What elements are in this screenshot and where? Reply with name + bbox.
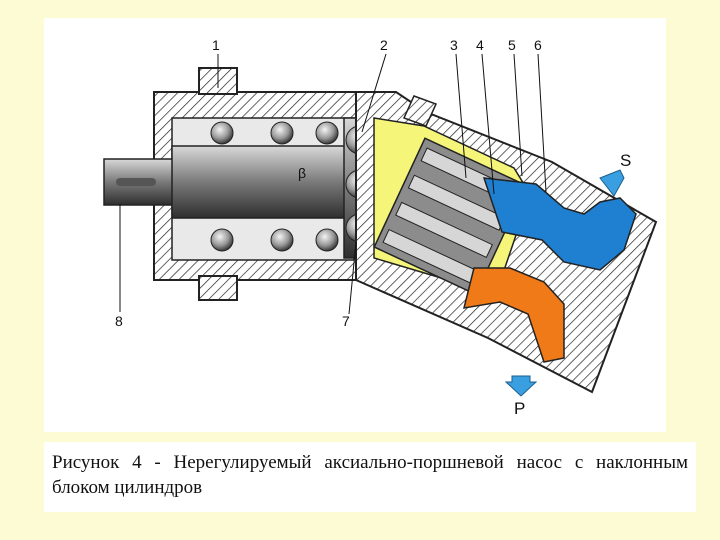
leader-lines	[119, 53, 547, 315]
angle-label-beta: β	[298, 165, 306, 181]
part-label-1: 1	[212, 37, 220, 53]
figure-caption: Рисунок 4 - Нерегулируемый аксиально-пор…	[52, 452, 688, 498]
part-label-6: 6	[534, 37, 542, 53]
port-label-suction: S	[620, 151, 631, 170]
port-label-pressure: P	[514, 399, 525, 418]
part-label-2: 2	[380, 37, 388, 53]
part-label-5: 5	[508, 37, 516, 53]
drive-shaft	[103, 145, 363, 219]
part-label-3: 3	[450, 37, 458, 53]
figure-panel: 1 2 3 4 5 6 7 8 S P β	[44, 18, 666, 432]
cylinder-block	[373, 137, 528, 296]
part-label-7: 7	[342, 313, 350, 329]
suction-channel	[482, 177, 637, 271]
suction-port-arrow	[599, 169, 625, 197]
caption-panel: Рисунок 4 - Нерегулируемый аксиально-пор…	[44, 442, 696, 512]
part-label-8: 8	[115, 313, 123, 329]
pressure-channel	[462, 267, 565, 363]
bearing-balls	[210, 121, 339, 252]
pressure-port-arrow	[504, 375, 538, 397]
part-label-4: 4	[476, 37, 484, 53]
pump-cross-section-diagram: 1 2 3 4 5 6 7 8 S P β	[103, 37, 658, 418]
